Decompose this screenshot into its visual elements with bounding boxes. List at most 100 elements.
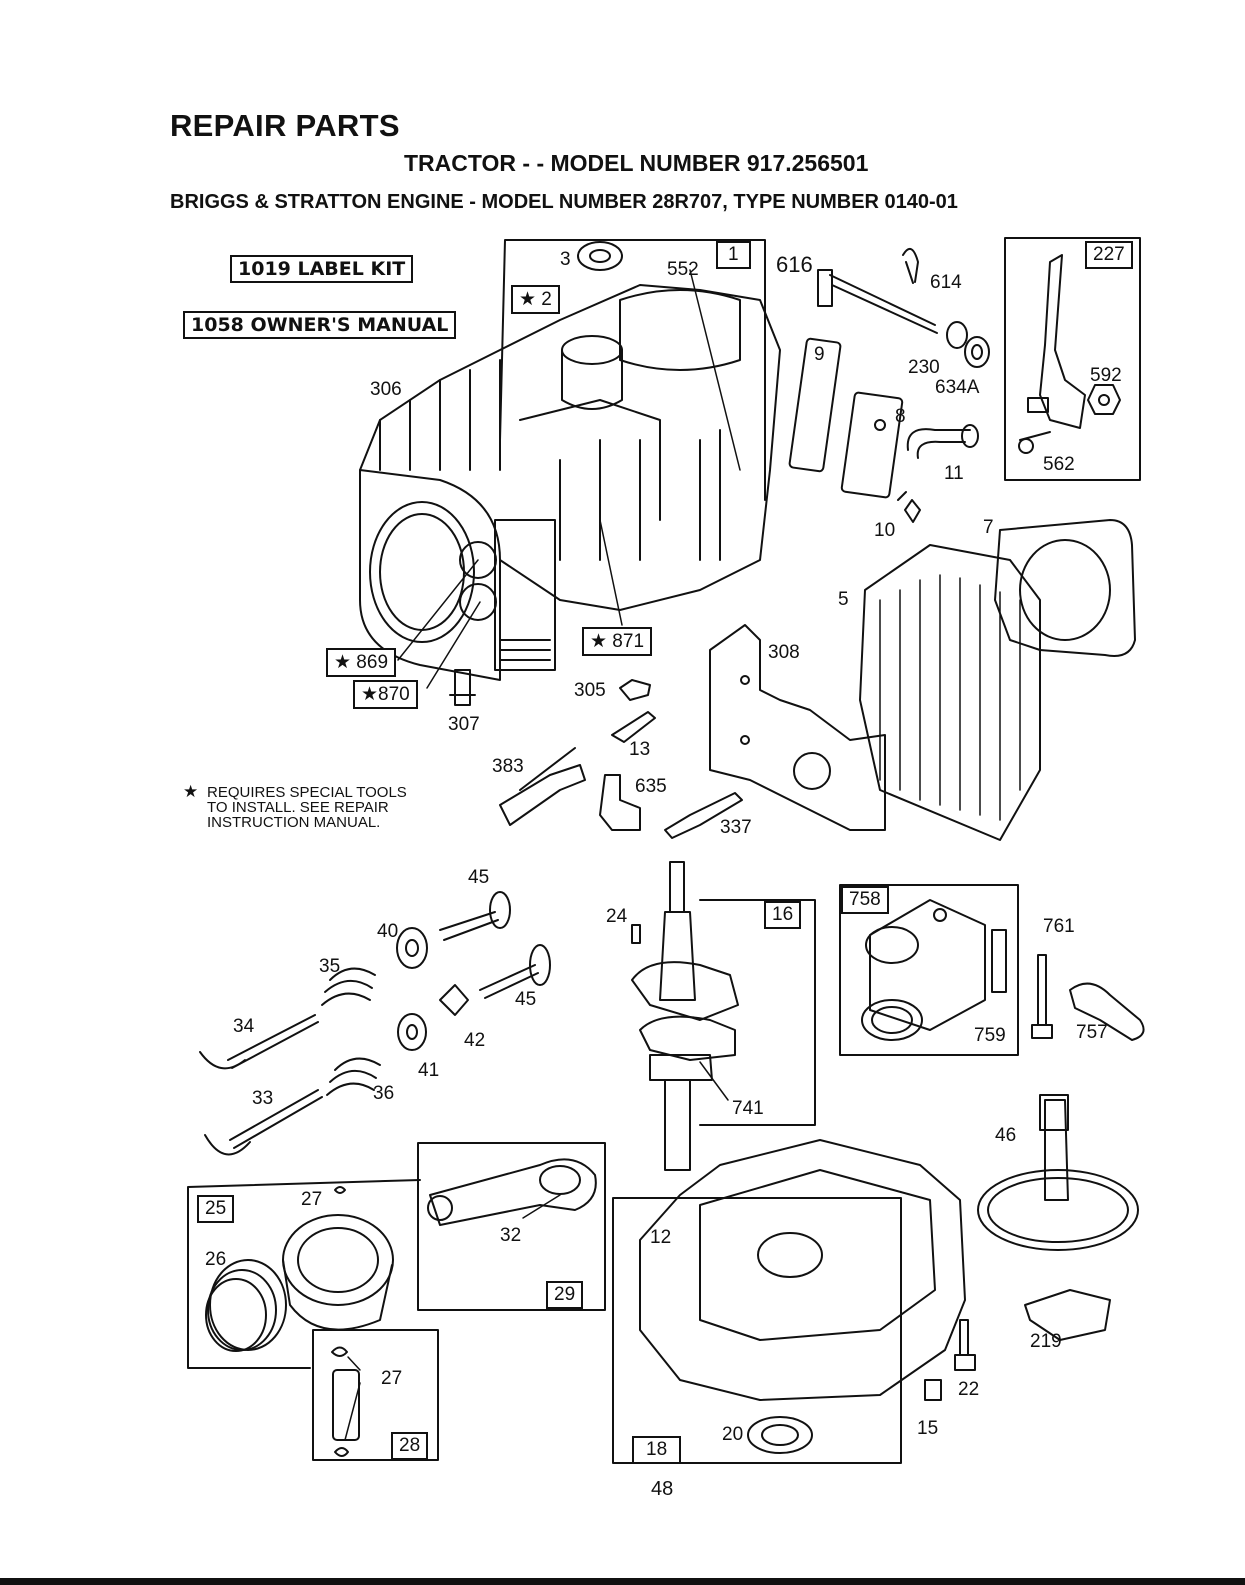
- label-337: 337: [720, 817, 752, 838]
- label-759: 759: [974, 1025, 1006, 1046]
- piston-assembly-art: [205, 1186, 394, 1457]
- label-306: 306: [370, 379, 402, 400]
- label-383: 383: [492, 756, 524, 777]
- label-12: 12: [650, 1227, 671, 1248]
- box-1: 1: [716, 241, 751, 269]
- label-562: 562: [1043, 454, 1075, 475]
- washers-230-634a-art: [946, 321, 990, 368]
- box-16: 16: [764, 901, 802, 929]
- label-32: 32: [500, 1225, 521, 1246]
- label-35: 35: [319, 956, 340, 977]
- shield-308-art: [709, 624, 886, 831]
- valve-train-art: [199, 891, 551, 1156]
- note-line-1: REQUIRES SPECIAL TOOLS: [207, 784, 407, 801]
- label-34: 34: [233, 1016, 255, 1037]
- leader-lines: [344, 269, 741, 1441]
- bottom-edge: [0, 1578, 1245, 1585]
- box-28: 28: [391, 1432, 429, 1460]
- label-13: 13: [629, 739, 650, 760]
- label-41: 41: [418, 1060, 439, 1081]
- label-27-top: 27: [301, 1189, 322, 1210]
- label-40: 40: [377, 921, 398, 942]
- cylinder-head-5-art: [859, 544, 1041, 841]
- hairpin-614-art: [902, 247, 919, 284]
- bolt-10-art: [897, 491, 921, 523]
- connecting-rod-29-art: [427, 1158, 597, 1226]
- label-46: 46: [995, 1125, 1016, 1146]
- label-10: 10: [874, 520, 895, 541]
- box-star-2: ★ 2: [511, 285, 560, 314]
- part-number-labels: 3 552 616 614 306 9 230 634A 592 8 11 56…: [205, 249, 1122, 1445]
- box-25: 25: [197, 1195, 235, 1223]
- star-symbol: ★: [183, 782, 199, 801]
- box-18: 18: [632, 1436, 682, 1464]
- label-308: 308: [768, 642, 800, 663]
- label-33: 33: [252, 1088, 273, 1109]
- small-fasteners-art: [449, 669, 743, 839]
- governor-219-art: [1024, 1289, 1111, 1341]
- label-7: 7: [983, 517, 994, 538]
- label-45-top: 45: [468, 867, 489, 888]
- tube-11-art: [906, 428, 971, 459]
- label-592: 592: [1090, 365, 1122, 386]
- bolt-761-art: [1031, 954, 1053, 1039]
- label-kit-box: 1019 LABEL KIT: [230, 255, 414, 283]
- note-line-3: INSTRUCTION MANUAL.: [207, 814, 381, 831]
- label-26: 26: [205, 1249, 226, 1270]
- label-45-bottom: 45: [515, 989, 536, 1010]
- governor-rod-616-art: [817, 269, 938, 334]
- label-635: 635: [635, 776, 667, 797]
- engine-block-art: [359, 284, 781, 681]
- seal-3-art: [577, 241, 623, 271]
- gasket-9-art: [788, 337, 842, 473]
- crankshaft-16-art: [631, 861, 739, 1171]
- label-741: 741: [732, 1098, 764, 1119]
- box-star-870: ★870: [353, 680, 418, 709]
- label-36: 36: [373, 1083, 394, 1104]
- bracket-758-art: [861, 899, 1007, 1041]
- label-3: 3: [560, 249, 571, 270]
- label-9: 9: [814, 344, 825, 365]
- head-gasket-7-bore-art: [1019, 539, 1111, 641]
- engine-model-heading: BRIGGS & STRATTON ENGINE - MODEL NUMBER …: [170, 191, 958, 213]
- label-230: 230: [908, 357, 940, 378]
- note-line-2: TO INSTALL. SEE REPAIR: [207, 799, 389, 816]
- label-27-bottom: 27: [381, 1368, 402, 1389]
- label-761: 761: [1043, 916, 1075, 937]
- label-219: 219: [1030, 1331, 1062, 1352]
- dipper-757-art: [1069, 982, 1145, 1041]
- tractor-model-heading: TRACTOR - - MODEL NUMBER 917.256501: [404, 150, 869, 176]
- box-star-869: ★ 869: [326, 648, 397, 677]
- label-24: 24: [606, 906, 628, 927]
- label-552: 552: [667, 259, 699, 280]
- label-757: 757: [1076, 1022, 1108, 1043]
- label-11: 11: [944, 463, 964, 484]
- label-8: 8: [895, 406, 906, 427]
- label-5: 5: [838, 589, 849, 610]
- breather-8-art: [840, 391, 904, 499]
- label-634a: 634A: [935, 377, 980, 398]
- sump-18-art: [639, 1139, 976, 1454]
- label-616: 616: [776, 252, 813, 277]
- group-frames: [187, 237, 1141, 1464]
- box-227: 227: [1085, 241, 1133, 269]
- camshaft-46-art: [977, 1094, 1139, 1251]
- tube-11-end-art: [961, 424, 979, 448]
- page-title: REPAIR PARTS: [170, 108, 400, 143]
- label-15: 15: [917, 1418, 938, 1439]
- box-758: 758: [841, 886, 889, 914]
- label-307: 307: [448, 714, 480, 735]
- owners-manual-box: 1058 OWNER'S MANUAL: [183, 311, 457, 339]
- label-22: 22: [958, 1379, 979, 1400]
- box-star-871: ★ 871: [582, 627, 653, 656]
- head-gasket-7-art: [994, 519, 1136, 657]
- lever-227-art: [1018, 254, 1121, 454]
- label-614: 614: [930, 272, 962, 293]
- label-305: 305: [574, 680, 606, 701]
- page-number: 48: [651, 1478, 674, 1500]
- box-29: 29: [546, 1281, 584, 1309]
- label-20: 20: [722, 1424, 743, 1445]
- label-42: 42: [464, 1030, 485, 1051]
